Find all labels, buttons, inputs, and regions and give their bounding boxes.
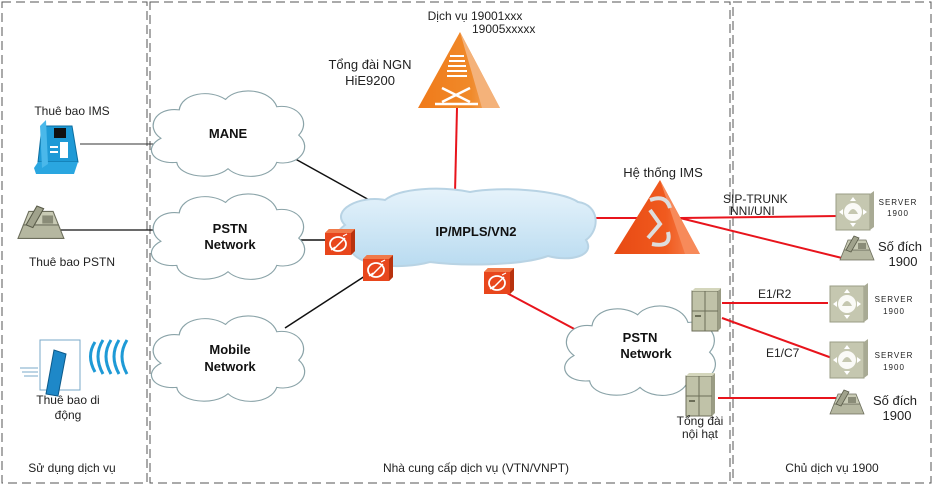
ngn-name-label-2: HiE9200 bbox=[345, 73, 395, 88]
destination-label-2b: 1900 bbox=[883, 408, 912, 423]
ims-phone-icon bbox=[34, 120, 79, 174]
exchange-cabinet-icon-1 bbox=[691, 287, 722, 332]
ngn-switch-icon bbox=[418, 32, 500, 108]
ims-subscriber-label: Thuê bao IMS bbox=[34, 104, 109, 118]
destination-label-1a: Số đích bbox=[878, 239, 922, 254]
destination-label-1b: 1900 bbox=[889, 254, 918, 269]
destination-phone-icon-2 bbox=[829, 389, 865, 415]
server-label-3b: 1900 bbox=[883, 363, 905, 372]
pstn-cloud-label-1: PSTN bbox=[213, 221, 248, 236]
server-label-2a: SERVER bbox=[875, 295, 914, 304]
link-ims-destination bbox=[679, 217, 843, 259]
server-label-1a: SERVER bbox=[879, 198, 918, 207]
pstn-cloud-label-2: Network bbox=[204, 237, 256, 252]
ngn-name-label-1: Tổng đài NGN bbox=[328, 57, 411, 72]
e1c7-label: E1/C7 bbox=[766, 346, 800, 360]
media-gateway-icon-2 bbox=[362, 254, 394, 282]
link-mobile-core bbox=[284, 275, 366, 329]
link-ims-server bbox=[679, 215, 839, 219]
ims-system-icon bbox=[614, 180, 700, 254]
mane-cloud-label: MANE bbox=[209, 126, 248, 141]
mobile-cloud-label-1: Mobile bbox=[209, 342, 250, 357]
zone-right-label: Chủ dịch vụ 1900 bbox=[785, 461, 879, 475]
zone-middle-border bbox=[149, 1, 731, 484]
link-core-pstn bbox=[504, 291, 581, 333]
e1r2-label: E1/R2 bbox=[758, 287, 792, 301]
media-gateway-icon-1 bbox=[324, 228, 356, 256]
destination-label-2a: Số đích bbox=[873, 393, 917, 408]
destination-phone-icon-1 bbox=[839, 235, 875, 261]
zone-middle-label: Nhà cung cấp dịch vụ (VTN/VNPT) bbox=[383, 461, 569, 475]
mobile-subscriber-label-2: động bbox=[55, 408, 82, 422]
sip-trunk-label-2: NNI/UNI bbox=[730, 204, 775, 218]
mobile-subscriber-label-1: Thuê bao di bbox=[36, 393, 99, 407]
pstn-subscriber-label: Thuê bao PSTN bbox=[29, 255, 115, 269]
pstn-right-cloud-label-2: Network bbox=[620, 346, 672, 361]
link-e1c7 bbox=[721, 317, 833, 359]
mobile-phone-icon bbox=[20, 339, 81, 397]
local-exchange-icon bbox=[685, 372, 716, 417]
server-icon-3 bbox=[829, 338, 869, 379]
server-icon-1 bbox=[835, 190, 875, 231]
pstn-phone-icon bbox=[17, 205, 65, 240]
pstn-right-cloud-label-1: PSTN bbox=[623, 330, 658, 345]
core-cloud-label: IP/MPLS/VN2 bbox=[436, 224, 517, 239]
zone-right-border bbox=[732, 1, 932, 484]
server-label-2b: 1900 bbox=[883, 307, 905, 316]
link-ngn-core bbox=[454, 107, 458, 194]
link-mane-core bbox=[289, 155, 381, 207]
local-exchange-label-1: Tổng đài bbox=[677, 414, 724, 428]
sip-trunk-label-1: SIP-TRUNK bbox=[723, 192, 788, 206]
local-exchange-label-2: nội hạt bbox=[682, 427, 719, 441]
ngn-service-label-2: 19005xxxxx bbox=[472, 22, 535, 36]
ngn-service-label-1: Dịch vụ 19001xxx bbox=[428, 9, 523, 23]
mobile-cloud-label-2: Network bbox=[204, 359, 256, 374]
ims-system-label: Hệ thống IMS bbox=[623, 165, 703, 180]
wireless-signal-icon bbox=[89, 339, 129, 375]
zone-left-border bbox=[1, 1, 148, 484]
server-icon-2 bbox=[829, 282, 869, 323]
server-label-1b: 1900 bbox=[887, 209, 909, 218]
server-label-3a: SERVER bbox=[875, 351, 914, 360]
media-gateway-icon-3 bbox=[483, 267, 515, 295]
zone-left-label: Sử dụng dịch vụ bbox=[28, 461, 115, 475]
